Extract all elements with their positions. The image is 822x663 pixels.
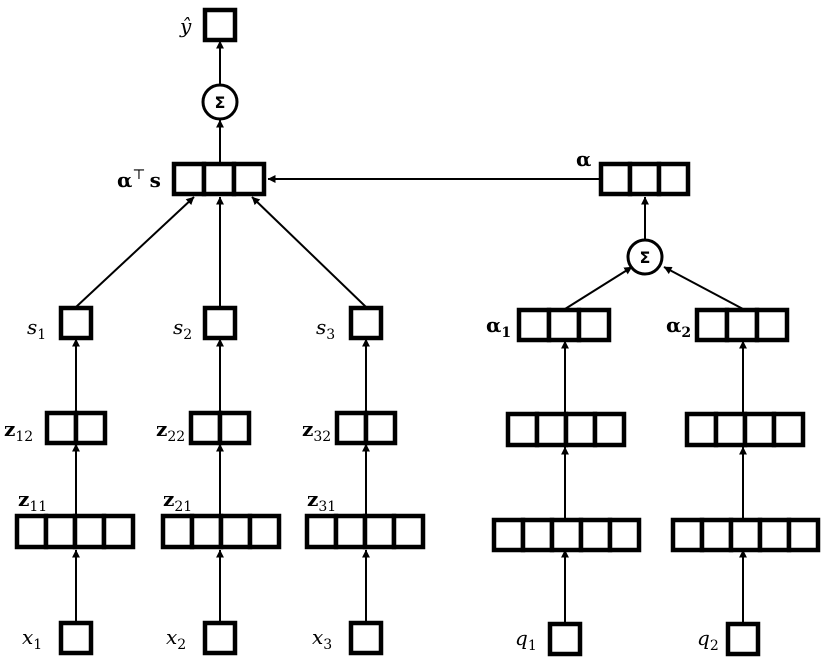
- labels: ŷ α⊤s α s1 s2 s3 α1 α2 z12 z22 z32 z11 z…: [4, 14, 719, 654]
- alpha-t-s-vector: [171, 161, 267, 197]
- s3-node: [348, 305, 384, 341]
- nodes: Σ Σ: [14, 7, 821, 657]
- hidden-vector-2: [684, 411, 806, 448]
- q2-node: [725, 621, 761, 657]
- z22-vector: [188, 410, 252, 446]
- label-q1: q1: [515, 626, 537, 654]
- label-z11: z11: [18, 487, 47, 515]
- edge-s3-alphats: [251, 196, 367, 308]
- alpha1-vector: [516, 307, 612, 343]
- alpha2-vector: [694, 307, 790, 343]
- label-z21: z21: [163, 487, 192, 515]
- edge-alpha2-sum: [663, 266, 744, 310]
- label-s3: s3: [316, 315, 335, 343]
- x3-node: [348, 620, 384, 656]
- alpha-vector: [598, 161, 691, 197]
- label-z31: z31: [307, 487, 336, 515]
- label-s2: s2: [173, 315, 192, 343]
- z12-vector: [44, 410, 108, 446]
- hidden-vector-1: [505, 411, 627, 448]
- y-hat-node: [202, 7, 238, 43]
- sum-node-right: Σ: [626, 238, 664, 276]
- label-z12: z12: [4, 417, 33, 445]
- z32-vector: [334, 410, 398, 446]
- z11-vector: [14, 513, 136, 550]
- x1-node: [58, 620, 94, 656]
- label-x3: x3: [312, 625, 332, 653]
- s1-node: [58, 305, 94, 341]
- label-alpha: α: [576, 147, 591, 171]
- edges: [72, 40, 747, 623]
- encoder-vector-1: [491, 517, 642, 553]
- z31-vector: [304, 513, 426, 550]
- q1-node: [547, 621, 583, 657]
- label-z22: z22: [156, 417, 185, 445]
- label-alpha2: α2: [666, 313, 691, 341]
- label-x1: x1: [22, 625, 42, 653]
- edge-s1-alphats: [75, 196, 195, 308]
- label-alpha1: α1: [486, 313, 511, 341]
- z21-vector: [160, 513, 282, 550]
- label-q2: q2: [697, 626, 719, 654]
- label-x2: x2: [166, 625, 186, 653]
- sum-symbol: Σ: [215, 93, 226, 112]
- label-z32: z32: [302, 417, 331, 445]
- label-alpha-t-s: α⊤s: [117, 167, 161, 192]
- label-s1: s1: [27, 315, 46, 343]
- edge-alpha1-sum: [564, 266, 633, 310]
- sum-symbol: Σ: [640, 248, 651, 267]
- sum-node-top: Σ: [201, 83, 239, 121]
- s2-node: [202, 305, 238, 341]
- x2-node: [202, 620, 238, 656]
- label-y-hat: ŷ: [179, 14, 192, 38]
- encoder-vector-2: [670, 517, 821, 553]
